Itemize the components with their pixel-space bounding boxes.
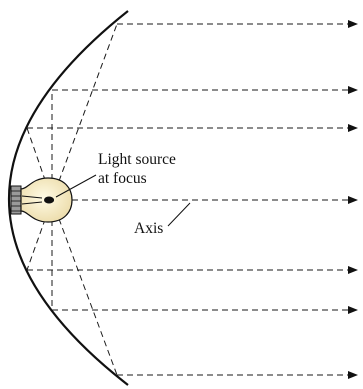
ray-in-6 [51, 199, 118, 376]
focus-point [50, 198, 54, 202]
axis-label: Axis [134, 220, 163, 237]
axis-leader [167, 202, 191, 227]
parabolic-mirror [8, 10, 129, 386]
light-source-label-line2: at focus [98, 170, 147, 187]
light-source-leader [55, 174, 97, 198]
light-source-label-line1: Light source [98, 151, 176, 168]
light-bulb-icon [10, 177, 73, 223]
reflected-rays [27, 20, 358, 379]
ray-in-1 [51, 23, 118, 201]
